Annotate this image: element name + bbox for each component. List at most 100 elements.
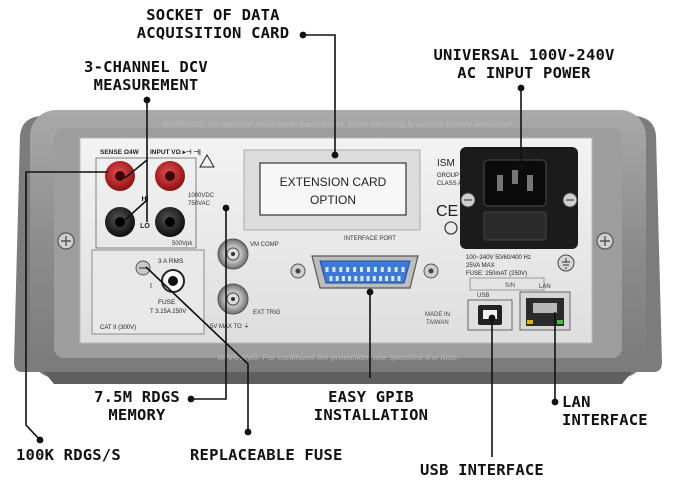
callout-memory: 7.5M RDGS MEMORY (82, 388, 192, 424)
lan-led-right (557, 320, 563, 324)
ac-inlet-screw-left (460, 192, 476, 208)
current-i-label: I (150, 283, 152, 290)
panel-screw-left (57, 232, 75, 250)
rating-1000vdc: 1000VDC (188, 193, 215, 199)
gpib-screw-left (290, 263, 306, 279)
usb-panel-label: USB (477, 293, 489, 299)
leader-fuse (145, 266, 249, 432)
current-terminal[interactable] (161, 269, 185, 293)
gpib-pin (332, 267, 336, 272)
ac-fuse-drawer[interactable] (483, 211, 547, 241)
warning-bottom-text: WARNING: For continued fire protection, … (217, 352, 459, 362)
gpib-pin (341, 276, 345, 281)
extension-card-label-box (259, 162, 407, 216)
terminal-sense-lo[interactable] (105, 207, 135, 237)
gpib-pin (335, 276, 339, 281)
leader-socket (303, 34, 336, 155)
power-spec-2: 25VA MAX (466, 263, 495, 269)
fuse-label: FUSE (158, 299, 176, 306)
gpib-pin (329, 276, 333, 281)
panel-screw-right (596, 232, 614, 250)
lan-led-left (527, 320, 533, 324)
power-spec-1: 100~240V 50/60/400 Hz (466, 255, 531, 261)
made-in-label: MADE IN (425, 312, 450, 318)
terminal-sense-hi[interactable] (105, 161, 135, 191)
gpib-pin (346, 267, 350, 272)
callout-fuse: REPLACEABLE FUSE (190, 446, 343, 464)
leader-dcv-arm (124, 159, 148, 221)
ac-inlet-screw-right (562, 192, 578, 208)
v5max-label: 5V MAX TO ⏚ (210, 323, 249, 330)
fuse-holder-icon[interactable] (135, 260, 151, 276)
lan-port-contacts (533, 303, 557, 313)
extension-card-line1: EXTENSION CARD (280, 175, 387, 189)
gpib-pin (366, 276, 370, 281)
lan-panel-label: LAN (539, 284, 551, 290)
leader-lines (25, 34, 556, 457)
gpib-pin (391, 276, 395, 281)
gpib-pin (394, 267, 398, 272)
gpib-screw-right (423, 263, 439, 279)
group-label: GROUP 1 (437, 173, 465, 179)
gpib-pin (339, 267, 343, 272)
gpib-pin (387, 267, 391, 272)
ext-trig-label: EXT TRIG (253, 310, 281, 316)
terminal-input-hi[interactable] (155, 161, 185, 191)
amps-label: 3 A RMS (158, 258, 184, 265)
gpib-pins (325, 267, 405, 281)
callout-lan-line1: LAN (562, 393, 591, 411)
callout-power-line2: AC INPUT POWER (457, 64, 591, 82)
class-label: CLASS A (437, 181, 462, 187)
hi-label: HI (142, 196, 149, 203)
rating-500vpk: 500Vpk (172, 241, 193, 247)
gpib-pin (360, 267, 363, 272)
rating-750vac: 750VAC (188, 201, 211, 207)
gpib-pin (401, 267, 405, 272)
callout-lan-line2: INTERFACE (562, 411, 648, 429)
callout-dcv: 3-CHANNEL DCV MEASUREMENT (56, 58, 236, 94)
lo-label: LO (140, 223, 150, 230)
gpib-pin (360, 276, 364, 281)
callout-rdgs: 100K RDGS/S (16, 446, 121, 464)
ac-inlet-pins (497, 170, 533, 191)
gpib-pin (379, 276, 382, 281)
housing-bottom-shadow (44, 372, 632, 384)
callout-socket-line2: ACQUISITION CARD (136, 24, 290, 42)
taiwan-label: TAIWAN (426, 320, 449, 326)
terminal-input-lo[interactable] (155, 207, 185, 237)
gpib-pin (385, 276, 389, 281)
callout-memory-line2: MEMORY (108, 406, 166, 424)
ce-mark: CE (436, 203, 458, 220)
leader-rdgs (25, 171, 108, 441)
leader-memory (191, 208, 227, 400)
gpib-pin (397, 276, 401, 281)
interface-port-label: INTERFACE PORT (344, 236, 396, 242)
bnc-ext-trig[interactable] (217, 283, 249, 315)
serial-number-plate (469, 277, 545, 291)
usb-port-tongue (483, 310, 497, 319)
sense-label: SENSE Ω4W (100, 149, 140, 156)
bnc-vm-comp[interactable] (217, 238, 249, 270)
ground-terminal-icon (557, 254, 575, 272)
gpib-pin (348, 276, 351, 281)
callout-dcv-line1: 3-CHANNEL DCV (84, 58, 208, 76)
callout-memory-line1: 7.5M RDGS (94, 388, 180, 406)
gpib-pin (373, 267, 377, 272)
gpib-pin (354, 276, 358, 281)
serial-label: S/N (505, 283, 515, 289)
gpib-pin (353, 267, 357, 272)
input-label: INPUT VΩ ▸⊣ ⊣| (150, 148, 201, 156)
callout-power-line1: UNIVERSAL 100V-240V (433, 46, 615, 64)
callout-gpib-line1: EASY GPIB (328, 388, 414, 406)
warning-top-text: WARNING: No operator serviceable parts i… (162, 119, 514, 129)
ism-label: ISM (437, 158, 455, 169)
fuse-rating-label: T 3.15A 250V (150, 309, 186, 315)
cat-label: CAT II (300V) (100, 325, 136, 331)
callout-gpib: EASY GPIB INSTALLATION (296, 388, 446, 424)
callout-dcv-line2: MEASUREMENT (93, 76, 199, 94)
gpib-pin (325, 267, 329, 272)
power-spec-3: FUSE: 250mAT (250V) (466, 271, 527, 277)
warning-triangle-icon (199, 154, 215, 168)
